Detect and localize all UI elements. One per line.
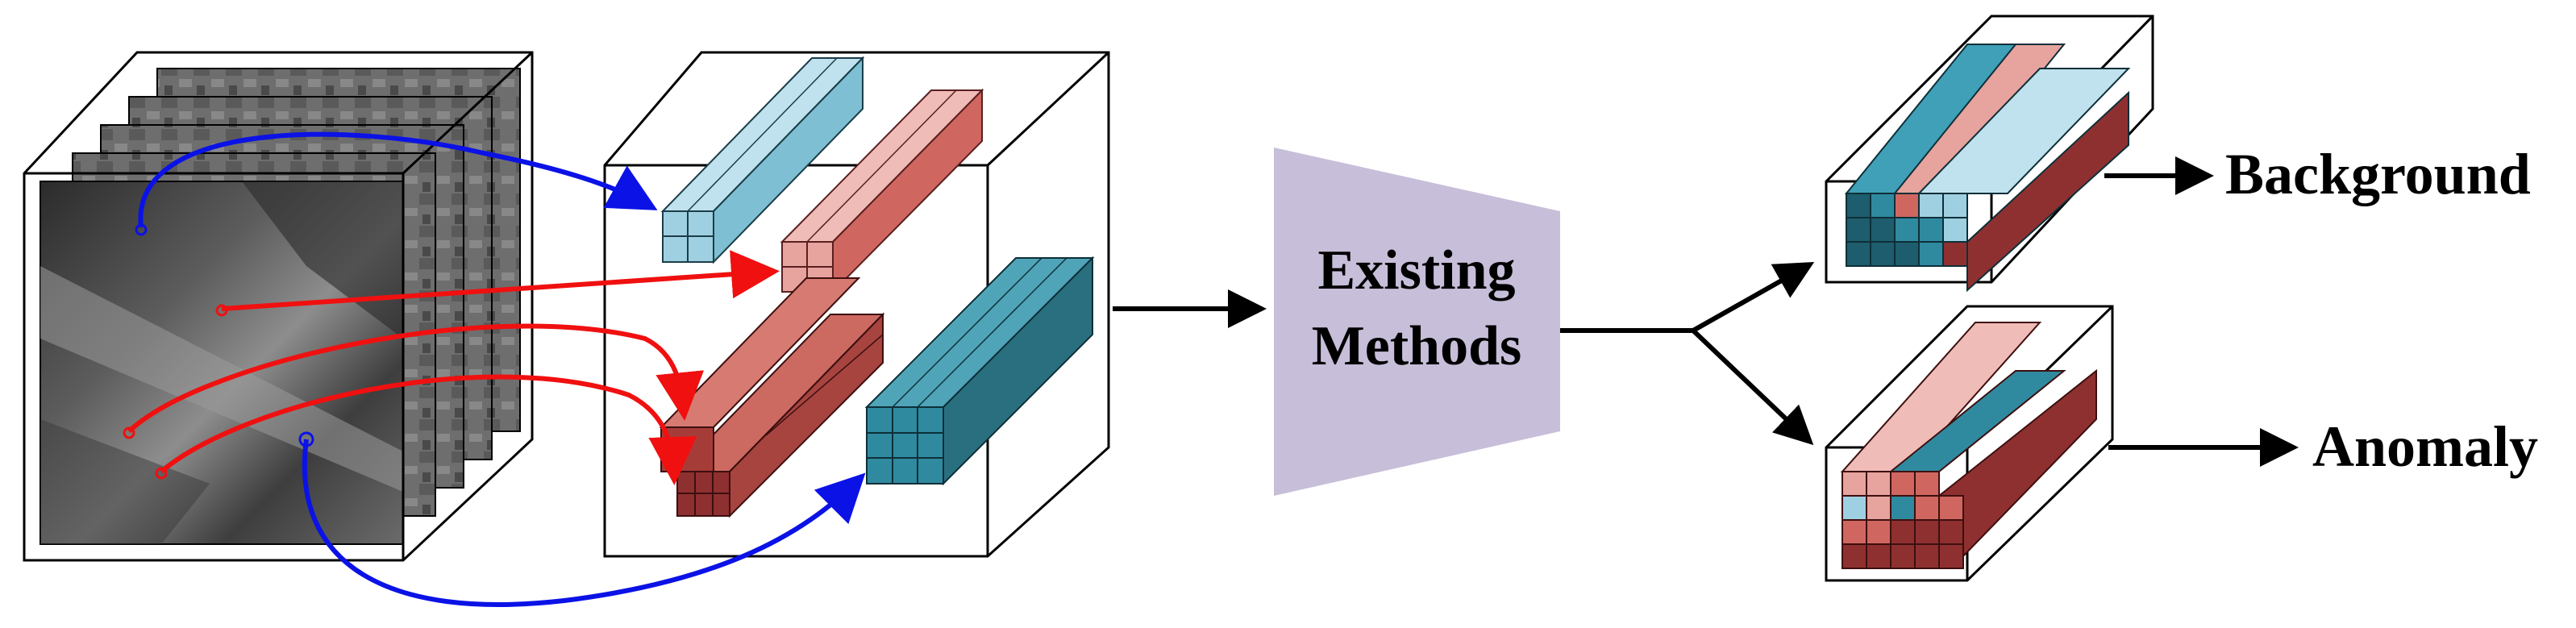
background-label: Background — [2225, 142, 2531, 206]
red-arrow-2 — [127, 323, 705, 434]
mapping-arrows — [127, 131, 866, 607]
anomaly-label: Anomaly — [2312, 414, 2538, 479]
tube-dark-teal — [864, 256, 1095, 486]
tube-dark-red — [659, 277, 885, 518]
anomaly-cuboid — [1825, 305, 2114, 582]
background-cuboid — [1825, 15, 2154, 293]
methods-label-line2: Methods — [1312, 315, 1522, 377]
methods-label-line1: Existing — [1317, 239, 1515, 302]
split-arrow — [1560, 262, 1815, 446]
blue-arrow-top — [138, 131, 658, 228]
existing-methods-box: Existing Methods — [1274, 148, 1560, 496]
tube-light-blue — [660, 56, 865, 264]
blue-arrow-bottom — [302, 439, 866, 607]
red-arrow-1 — [221, 250, 780, 311]
red-arrow-3 — [160, 374, 697, 485]
tube-salmon — [780, 88, 984, 294]
